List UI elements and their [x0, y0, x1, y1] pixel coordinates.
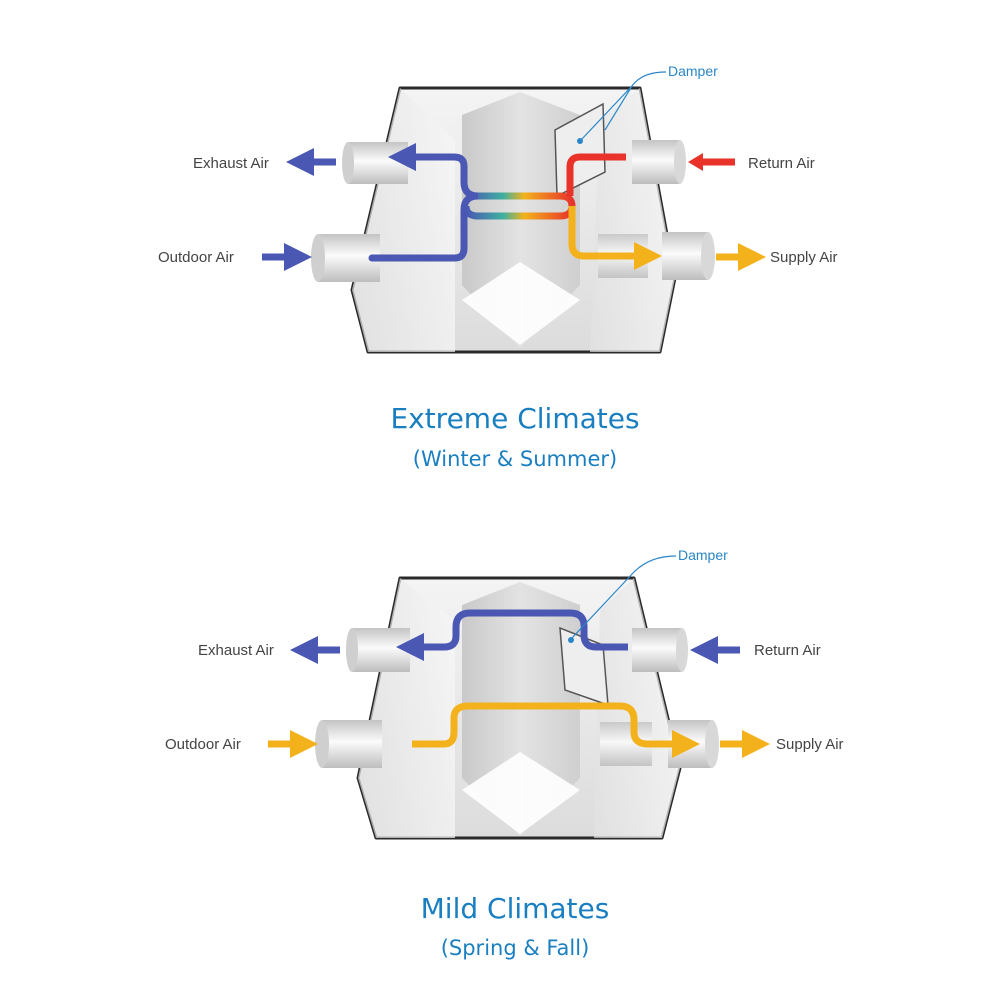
duct-return: [632, 628, 688, 672]
damper-callout-line-2: [604, 85, 633, 131]
label-outdoor-air: Outdoor Air: [158, 249, 234, 266]
label-damper: Damper: [678, 547, 728, 563]
label-return-air: Return Air: [748, 155, 815, 172]
flow-exhaust-top: [388, 143, 479, 200]
damper-callout-line: [580, 71, 667, 141]
flow-exhaust-bypass: [396, 609, 628, 661]
unit-left-wall: [358, 578, 455, 838]
label-supply-air: Supply Air: [770, 249, 838, 266]
label-exhaust-air: Exhaust Air: [198, 642, 274, 659]
extreme-unit: Exhaust Air Outdoor Air Return Air Suppl…: [158, 63, 838, 354]
duct-exhaust: [342, 142, 408, 184]
label-exhaust-air: Exhaust Air: [193, 155, 269, 172]
label-outdoor-air: Outdoor Air: [165, 736, 241, 753]
core-base: [462, 752, 580, 834]
label-supply-air: Supply Air: [776, 736, 844, 753]
extreme-title: Extreme Climates: [390, 402, 639, 435]
unit-right-wall: [594, 578, 680, 838]
core-base: [462, 262, 580, 345]
duct-return: [632, 140, 686, 184]
duct-outdoor: [315, 720, 382, 768]
extreme-subtitle: (Winter & Summer): [413, 447, 617, 471]
flow-supply-path: [412, 702, 700, 758]
flow-supply-path: [568, 206, 662, 270]
flow-return-path: [566, 153, 626, 196]
label-damper: Damper: [668, 63, 718, 79]
mild-subtitle: (Spring & Fall): [441, 936, 590, 960]
label-return-air: Return Air: [754, 642, 821, 659]
duct-exhaust: [346, 628, 410, 672]
damper-callout-line: [571, 555, 677, 639]
mild-title: Mild Climates: [421, 892, 610, 925]
arrow-return-head: [688, 153, 703, 171]
damper-callout-dot: [568, 637, 574, 643]
damper-callout-dot: [577, 138, 583, 144]
mild-unit: Exhaust Air Outdoor Air Return Air Suppl…: [165, 547, 844, 840]
